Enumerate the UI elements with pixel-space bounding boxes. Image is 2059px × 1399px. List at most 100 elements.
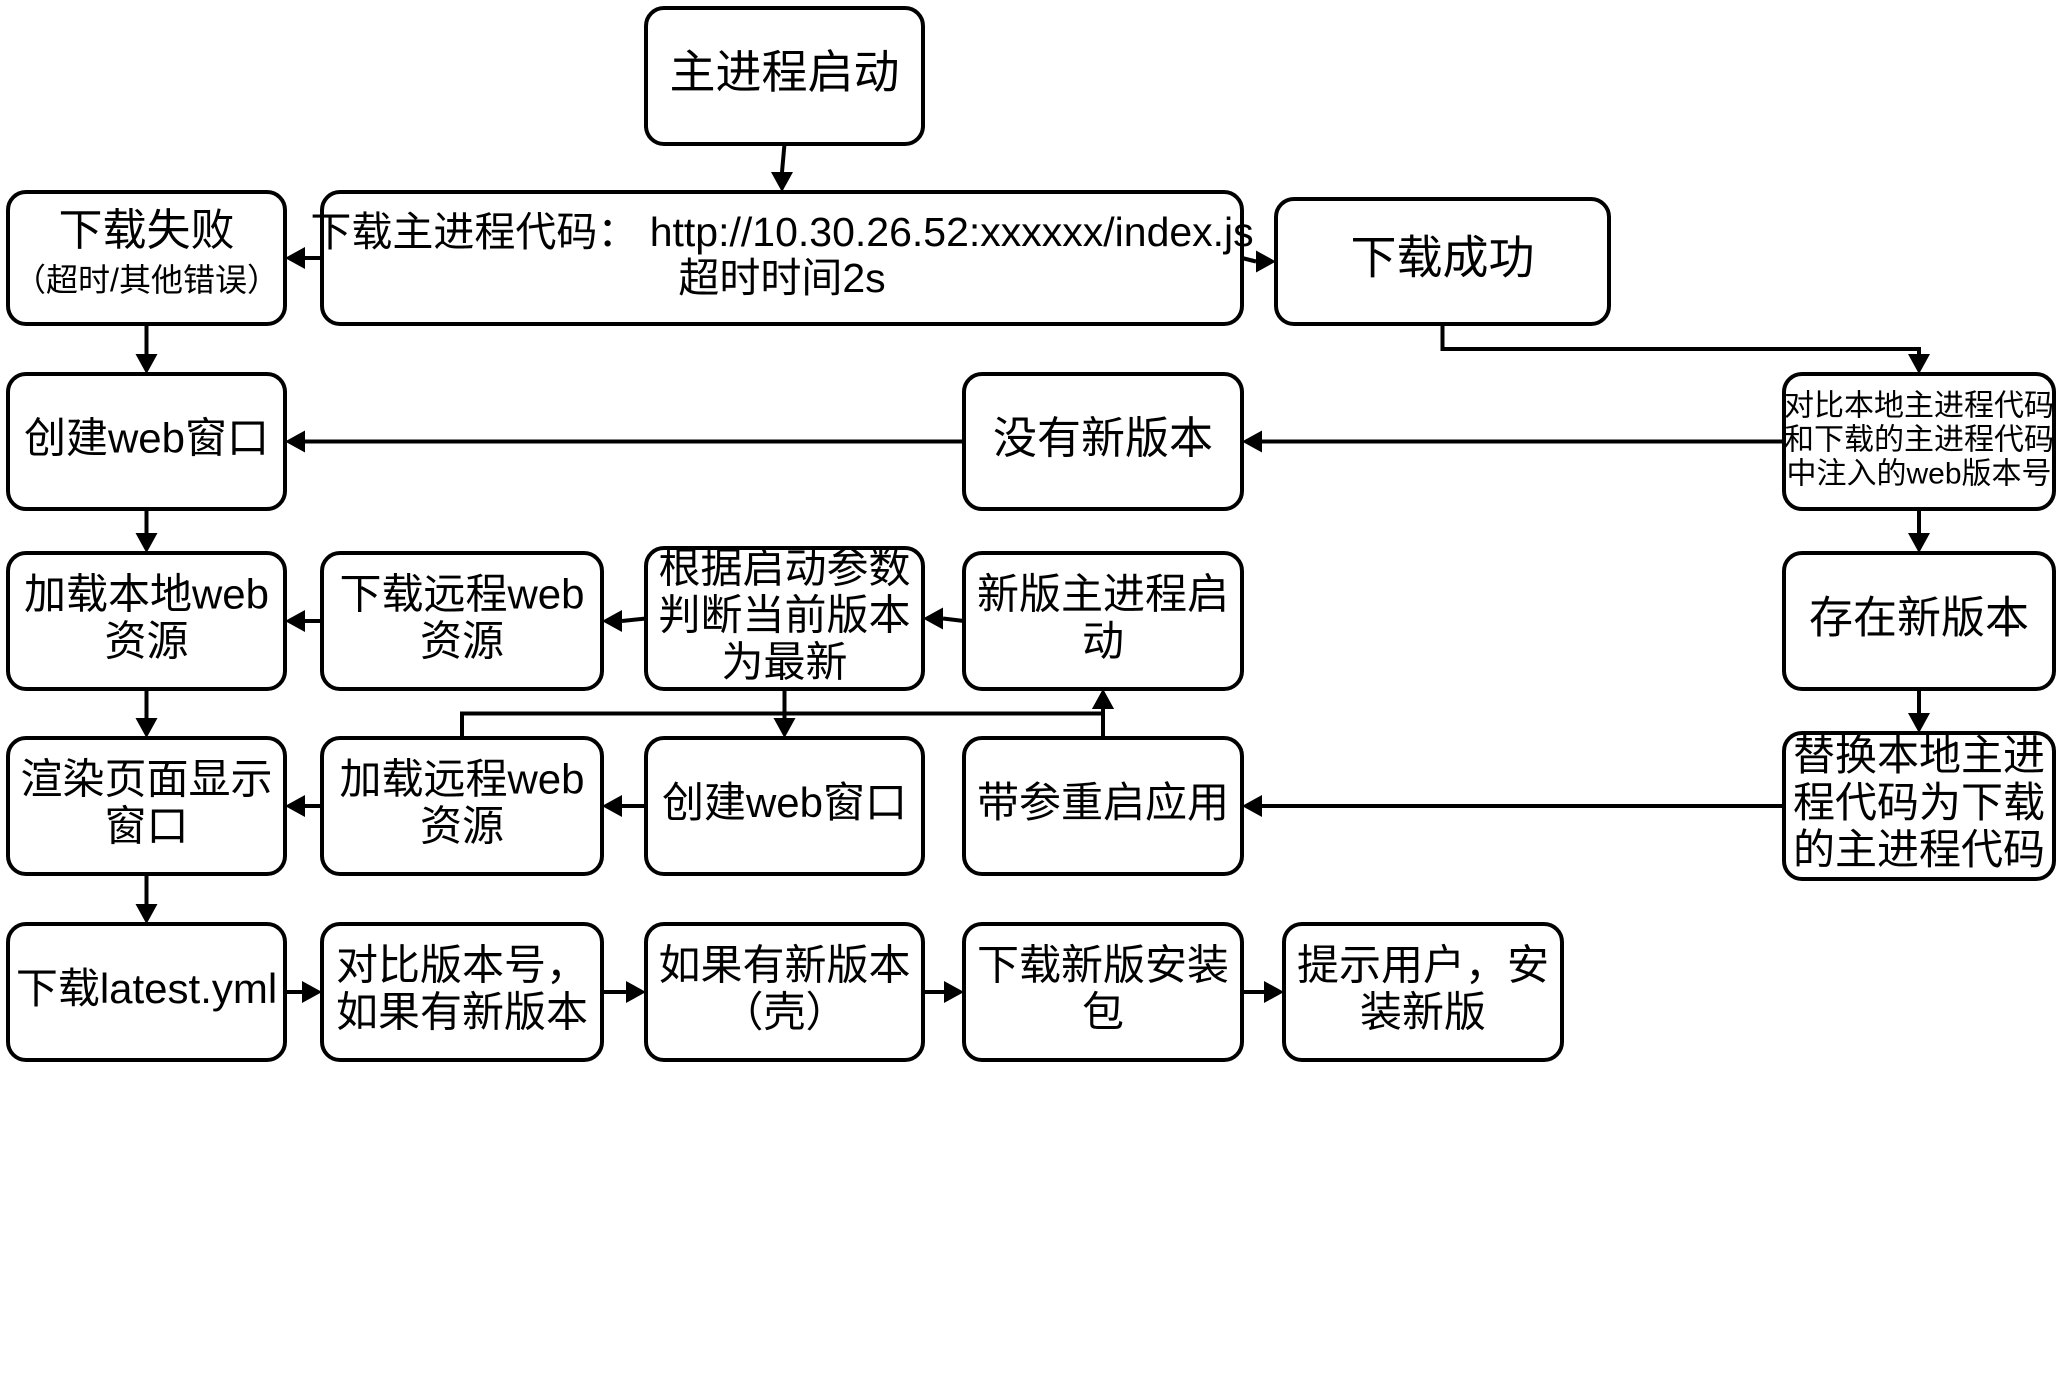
node-box	[6, 551, 287, 691]
node-label-line: 窗口	[104, 803, 188, 850]
node-label-line: 如果有新版本	[336, 989, 588, 1036]
edge-edge-download-to-success-arrowhead	[1256, 250, 1276, 273]
edge-edge-download-installer-to-prompt-arrowhead	[1264, 981, 1284, 1003]
node-box	[6, 372, 287, 511]
node-label-line: 对比本地主进程代码	[1784, 389, 2054, 422]
node-label-line: （壳）	[721, 989, 847, 1036]
node-box	[320, 551, 604, 691]
node-label-line: 资源	[420, 803, 504, 850]
node-label-line: 创建web窗口	[24, 415, 269, 462]
edge-edge-download-to-failed-arrowhead	[285, 247, 305, 269]
node-label-line: 程代码为下载	[1793, 779, 2045, 826]
edge-edge-replace-to-restart-arrowhead	[1242, 795, 1262, 817]
edge-edge-start-to-download-line	[780, 143, 787, 173]
flow-node-download-success[interactable]: 下载成功	[1274, 197, 1611, 326]
edge-edge-judge-to-download-remote-arrowhead	[602, 610, 622, 632]
node-label-line: 创建web窗口	[662, 779, 907, 826]
node-label-line: 下载主进程代码： http://10.30.26.52:xxxxxx/index…	[310, 209, 1253, 255]
edges-layer	[135, 143, 1930, 1003]
node-label-line: 装新版	[1360, 989, 1486, 1036]
node-label-line: 为最新	[721, 639, 847, 686]
edge-edge-new-main-to-judge-arrowhead	[923, 607, 943, 630]
node-box	[644, 546, 925, 691]
node-label-line: 根据启动参数	[658, 545, 910, 592]
flow-node-download-main-process-code[interactable]: 下载主进程代码： http://10.30.26.52:xxxxxx/index…	[310, 190, 1254, 326]
node-label-line: 如果有新版本	[658, 942, 910, 989]
edge-edge-no-new-version-to-create-window-arrowhead	[285, 430, 305, 453]
edge-edge-failed-to-create-window-arrowhead	[135, 354, 158, 374]
edge-edge-load-local-to-render-arrowhead	[135, 718, 158, 738]
node-label-line: 判断当前版本	[658, 592, 910, 639]
node-label-line: 下载远程web	[339, 571, 584, 618]
edge-edge-new-main-to-judge-line	[942, 616, 965, 623]
flow-node-create-web-window-bottom[interactable]: 创建web窗口	[644, 736, 925, 876]
node-box	[6, 922, 287, 1062]
node-label-line: 提示用户，安	[1297, 942, 1549, 989]
flow-node-no-new-version[interactable]: 没有新版本	[962, 372, 1244, 511]
edge-edge-judge-to-download-remote-line	[621, 616, 647, 623]
edge-edge-compare-version-to-if-new-arrowhead	[626, 981, 646, 1003]
edge-edge-download-remote-to-load-local-arrowhead	[285, 610, 305, 632]
node-label-line: 中注入的web版本号	[1786, 457, 2051, 490]
flow-node-restart-app-with-params[interactable]: 带参重启应用	[962, 736, 1244, 876]
edge-edge-judge-to-create-window-bottom-arrowhead	[773, 718, 796, 738]
node-label-line: 资源	[420, 618, 504, 665]
node-label-line: （超时/其他错误）	[14, 262, 279, 298]
node-box	[1782, 551, 2056, 691]
node-label-line: 加载远程web	[339, 756, 584, 803]
node-label-line: 动	[1082, 618, 1124, 665]
flow-node-compare-version-number[interactable]: 对比版本号，如果有新版本	[320, 922, 604, 1062]
edge-edge-start-to-download-arrowhead	[771, 172, 793, 192]
node-label-line: 主进程启动	[670, 46, 900, 98]
node-label-line: 新版主进程启	[977, 571, 1229, 618]
edge-edge-if-new-to-download-installer-arrowhead	[944, 981, 964, 1003]
node-label-line: 下载latest.yml	[16, 965, 277, 1012]
node-box	[1782, 372, 2056, 511]
node-box	[644, 6, 925, 146]
edge-edge-create-window-to-load-local-arrowhead	[135, 533, 158, 553]
node-box	[962, 372, 1244, 511]
edge-edge-download-to-success-line	[1241, 256, 1257, 264]
edge-edge-compare-to-has-new-version-arrowhead	[1908, 533, 1930, 553]
node-box	[962, 736, 1244, 876]
node-label-line: 资源	[104, 618, 188, 665]
flow-node-download-failed[interactable]: 下载失败 （超时/其他错误）	[6, 190, 287, 326]
node-label-line: 和下载的主进程代码	[1784, 423, 2054, 456]
flow-node-if-new-shell-version[interactable]: 如果有新版本（壳）	[644, 922, 925, 1062]
node-label-line: 下载成功	[1351, 232, 1535, 284]
node-label-line: 渲染页面显示	[20, 756, 272, 803]
node-box	[6, 190, 287, 326]
edge-edge-compare-to-no-new-version-arrowhead	[1242, 430, 1262, 453]
node-box	[1782, 731, 2056, 881]
node-box	[320, 736, 604, 876]
node-label-line: 的主进程代码	[1793, 826, 2045, 873]
node-box	[962, 922, 1244, 1062]
node-label-line: 存在新版本	[1809, 594, 2029, 643]
node-label-line: 下载失败	[59, 206, 235, 255]
node-label-line: 没有新版本	[993, 414, 1213, 463]
node-label-line: 下载新版安装	[977, 942, 1229, 989]
node-box	[644, 736, 925, 876]
node-box	[320, 190, 1244, 326]
flow-node-has-new-version[interactable]: 存在新版本	[1782, 551, 2056, 691]
node-box	[1282, 922, 1564, 1062]
node-label-line: 超时时间2s	[678, 255, 885, 301]
flow-node-create-web-window-top[interactable]: 创建web窗口	[6, 372, 287, 511]
flow-node-download-latest-yml[interactable]: 下载latest.yml	[6, 922, 287, 1062]
node-label-line: 包	[1082, 989, 1124, 1036]
flow-node-main-process-start[interactable]: 主进程启动	[644, 6, 925, 146]
edge-edge-render-to-download-yml-arrowhead	[135, 904, 158, 924]
